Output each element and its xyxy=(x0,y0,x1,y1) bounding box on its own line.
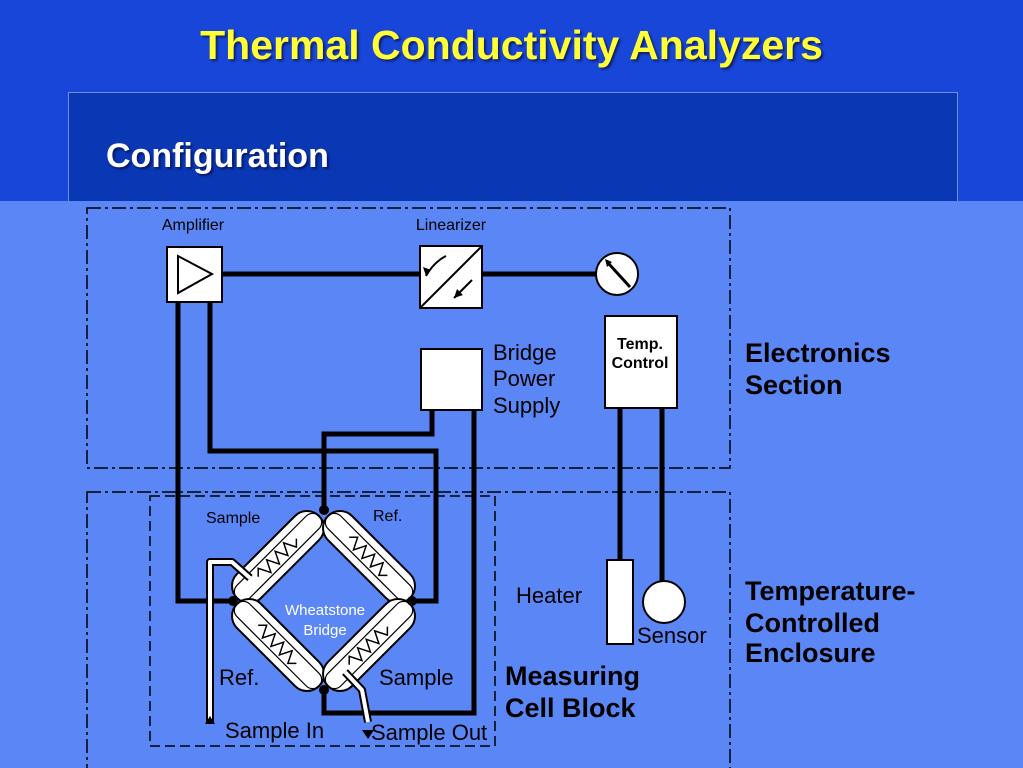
temp-control-box xyxy=(604,315,678,409)
sample-out-arrow-icon xyxy=(362,730,374,739)
sensor-label: Sensor xyxy=(637,623,707,648)
electronics-section-label-2: Section xyxy=(745,370,843,400)
subtitle-panel xyxy=(68,92,958,201)
wheatstone-bridge-label-1: Wheatstone xyxy=(285,602,365,619)
enclosure-label-2: Controlled xyxy=(745,608,880,638)
sample-flow-tubes xyxy=(206,558,372,723)
sensor-element xyxy=(642,580,686,624)
measuring-cell-block-label-1: Measuring xyxy=(505,661,640,691)
bridge-power-supply-label-1: Bridge xyxy=(493,340,557,365)
temp-control-label-1: Temp. xyxy=(617,336,663,353)
amplifier-icon xyxy=(177,254,215,295)
sample-out-label: Sample Out xyxy=(371,720,487,745)
resistor-icon xyxy=(257,538,298,577)
amplifier-label: Amplifier xyxy=(162,217,225,234)
slide-title: Thermal Conductivity Analyzers xyxy=(200,22,823,68)
bridge-power-supply-label-3: Supply xyxy=(493,393,560,418)
bridge-power-supply-box xyxy=(420,348,483,411)
sample-bottom-label: Sample xyxy=(379,665,454,690)
temp-control-label-2: Control xyxy=(612,355,669,372)
heater-label: Heater xyxy=(516,583,582,608)
wheatstone-bridge xyxy=(228,505,417,695)
linearizer-label: Linearizer xyxy=(416,217,487,234)
measuring-cell-block-label-2: Cell Block xyxy=(505,693,637,723)
ref-top-label: Ref. xyxy=(373,508,402,525)
resistor-icon xyxy=(348,626,389,665)
wheatstone-bridge-label-2: Bridge xyxy=(303,622,346,639)
heater-element xyxy=(606,559,634,645)
sample-in-arrow-icon xyxy=(205,716,215,724)
enclosure-label-3: Enclosure xyxy=(745,638,876,668)
circuit-wires xyxy=(175,271,665,716)
resistor-icon xyxy=(258,624,297,665)
sample-top-label: Sample xyxy=(206,510,260,527)
slide-subtitle: Configuration xyxy=(106,137,329,175)
enclosure-label-1: Temperature- xyxy=(745,576,916,606)
electronics-section-label-1: Electronics xyxy=(745,338,891,368)
enclosure-boundary xyxy=(86,491,731,768)
ref-bottom-label: Ref. xyxy=(219,665,259,690)
sample-in-label: Sample In xyxy=(225,718,324,743)
electronics-section-boundary xyxy=(86,207,731,469)
bridge-power-supply-label-2: Power xyxy=(493,366,555,391)
resistor-icon xyxy=(349,536,388,577)
